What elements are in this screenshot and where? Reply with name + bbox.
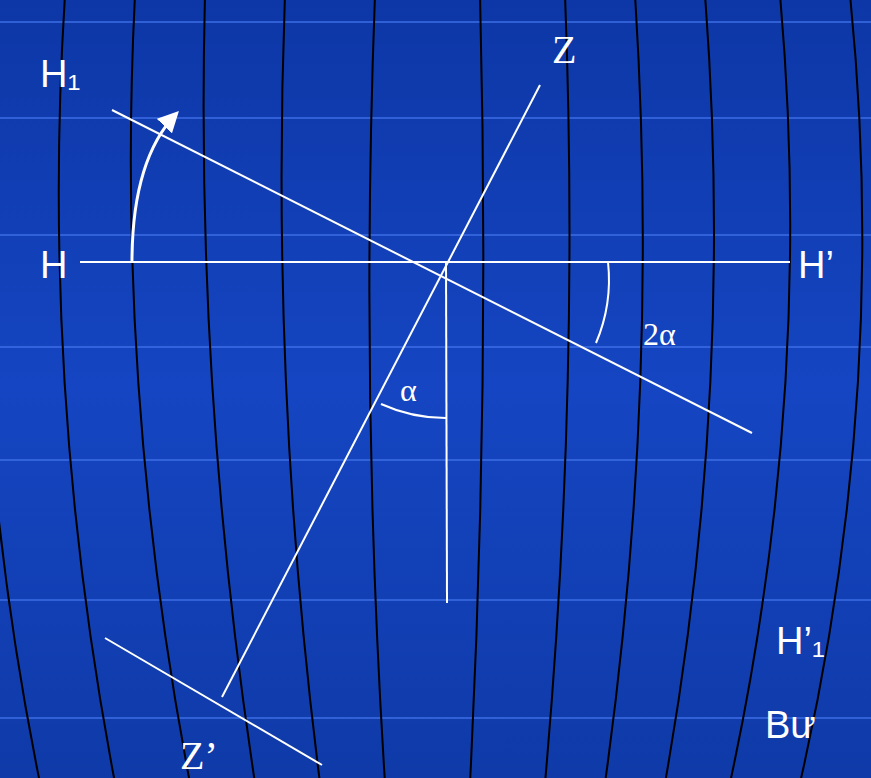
angle-label: α xyxy=(400,374,417,406)
axis-label: H₁ xyxy=(40,55,80,93)
grid-curve xyxy=(204,0,255,778)
stripe xyxy=(0,717,871,719)
axis-label: H’₁ xyxy=(776,622,825,660)
grid-curve xyxy=(0,0,40,778)
angle-arc xyxy=(381,404,447,418)
grid-curve xyxy=(730,0,790,778)
stripe xyxy=(0,21,871,23)
rotation-arrow xyxy=(132,114,176,262)
slide-text: Bư xyxy=(765,706,816,744)
grid-curve xyxy=(665,0,714,778)
vertical-line xyxy=(446,262,447,603)
grid-curve xyxy=(470,0,483,778)
axis-label: Z’ xyxy=(180,736,218,776)
axis-lines xyxy=(80,85,790,765)
stripe xyxy=(0,599,871,601)
grid-curve xyxy=(605,0,643,778)
axis-label: H xyxy=(40,246,67,284)
z-axis xyxy=(222,85,540,697)
stripe xyxy=(0,459,871,461)
angle-label: 2α xyxy=(643,318,676,350)
angle-arc xyxy=(596,262,609,343)
tilted-axis xyxy=(112,110,752,433)
grid-curve xyxy=(545,0,570,778)
horizontal-axis xyxy=(80,261,790,263)
axis-label: Z xyxy=(552,30,576,70)
grid-curve xyxy=(59,0,115,778)
grid-curve xyxy=(282,0,320,778)
axis-label: H’ xyxy=(798,246,834,284)
grid-curve xyxy=(131,0,190,778)
grid-curve xyxy=(800,0,862,778)
stripe xyxy=(0,346,871,348)
